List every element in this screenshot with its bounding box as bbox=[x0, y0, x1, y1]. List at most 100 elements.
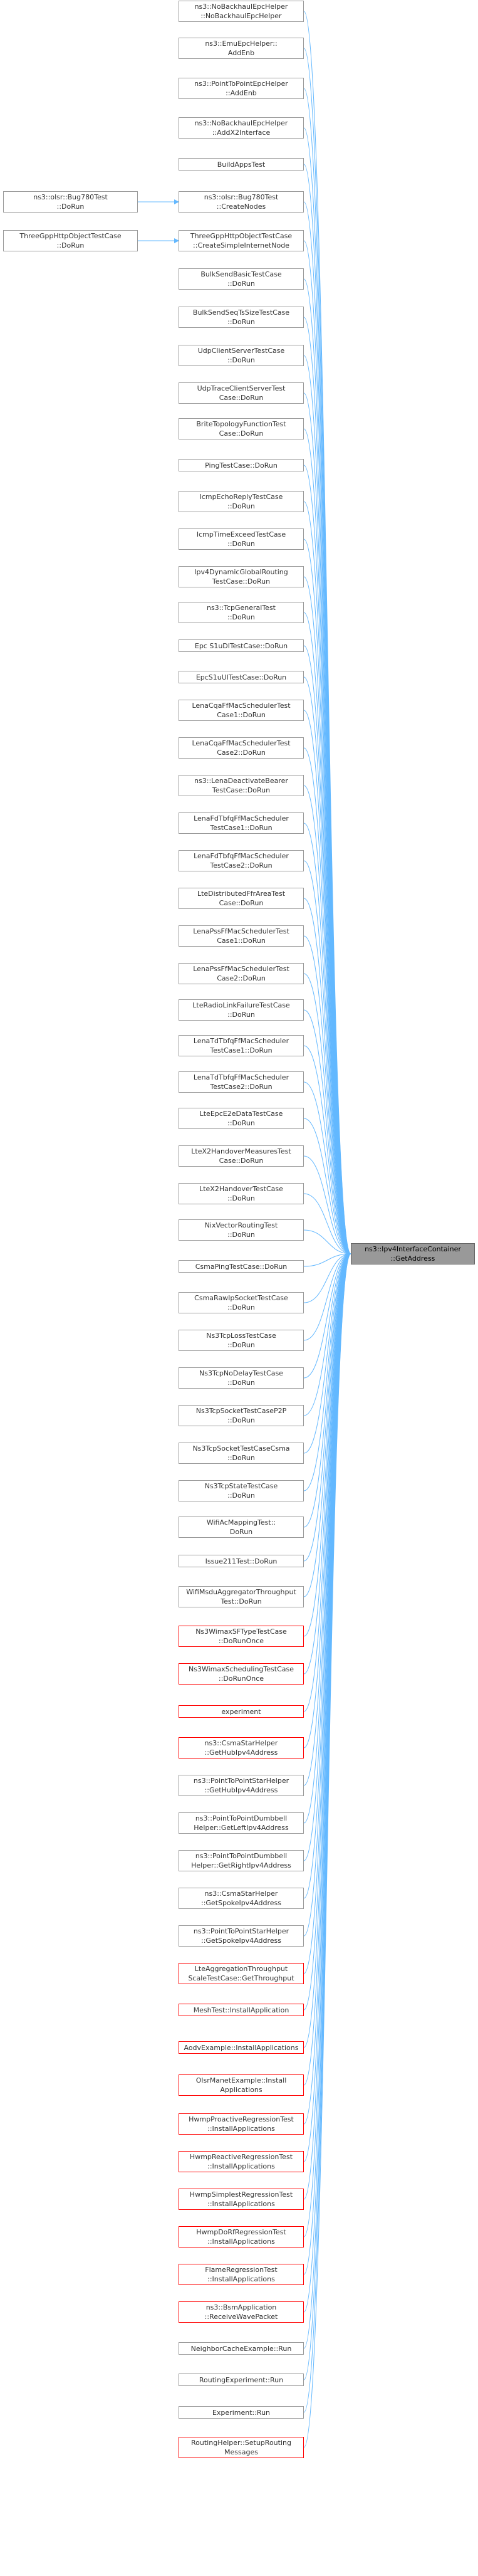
caller-node[interactable]: ns3::CsmaStarHelper ::GetHubIpv4Address bbox=[179, 1737, 304, 1759]
caller-node[interactable]: ns3::PointToPointEpcHelper ::AddEnb bbox=[179, 78, 304, 99]
call-edge bbox=[303, 1118, 351, 1256]
caller-of-caller-node[interactable]: ns3::olsr::Bug780Test ::DoRun bbox=[3, 191, 138, 213]
call-edge bbox=[303, 164, 351, 1256]
caller-node[interactable]: ns3::EmuEpcHelper:: AddEnb bbox=[179, 38, 304, 59]
caller-node[interactable]: EpcS1uUlTestCase::DoRun bbox=[179, 671, 304, 683]
caller-node[interactable]: RoutingHelper::SetupRouting Messages bbox=[179, 2437, 304, 2458]
caller-node[interactable]: FlameRegressionTest ::InstallApplication… bbox=[179, 2264, 304, 2285]
call-edge bbox=[303, 1081, 351, 1256]
caller-node[interactable]: NixVectorRoutingTest ::DoRun bbox=[179, 1219, 304, 1241]
caller-node[interactable]: ns3::TcpGeneralTest ::DoRun bbox=[179, 602, 304, 623]
caller-node[interactable]: Ns3TcpSocketTestCaseCsma ::DoRun bbox=[179, 1443, 304, 1464]
caller-node[interactable]: Ns3TcpStateTestCase ::DoRun bbox=[179, 1480, 304, 1501]
call-edge bbox=[303, 355, 351, 1256]
call-edge bbox=[303, 1251, 351, 2448]
caller-node[interactable]: LenaCqaFfMacSchedulerTest Case1::DoRun bbox=[179, 700, 304, 721]
call-edge bbox=[303, 1251, 351, 1267]
caller-node[interactable]: IcmpTimeExceedTestCase ::DoRun bbox=[179, 528, 304, 550]
call-edge bbox=[303, 1251, 351, 1637]
call-edge bbox=[303, 1251, 351, 1597]
call-edge bbox=[303, 465, 351, 1256]
caller-node[interactable]: WifiMsduAggregatorThroughput Test::DoRun bbox=[179, 1586, 304, 1607]
caller-node[interactable]: BuildAppsTest bbox=[179, 158, 304, 171]
caller-node[interactable]: OlsrManetExample::Install Applications bbox=[179, 2074, 304, 2096]
caller-node[interactable]: UdpClientServerTestCase ::DoRun bbox=[179, 345, 304, 366]
caller-node[interactable]: ns3::PointToPointDumbbell Helper::GetLef… bbox=[179, 1812, 304, 1834]
caller-node[interactable]: Ns3WimaxSFTypeTestCase ::DoRunOnce bbox=[179, 1626, 304, 1647]
call-edge bbox=[303, 1251, 351, 1454]
caller-node[interactable]: ns3::CsmaStarHelper ::GetSpokeIpv4Addres… bbox=[179, 1888, 304, 1909]
caller-node[interactable]: ns3::olsr::Bug780Test ::CreateNodes bbox=[179, 191, 304, 213]
caller-node[interactable]: RoutingExperiment::Run bbox=[179, 2374, 304, 2386]
caller-node[interactable]: UdpTraceClientServerTest Case::DoRun bbox=[179, 382, 304, 404]
caller-node[interactable]: ns3::NoBackhaulEpcHelper ::AddX2Interfac… bbox=[179, 117, 304, 139]
caller-node[interactable]: LenaPssFfMacSchedulerTest Case2::DoRun bbox=[179, 963, 304, 984]
caller-node[interactable]: HwmpProactiveRegressionTest ::InstallApp… bbox=[179, 2113, 304, 2135]
caller-node[interactable]: BulkSendBasicTestCase ::DoRun bbox=[179, 268, 304, 290]
caller-node[interactable]: AodvExample::InstallApplications bbox=[179, 2041, 304, 2054]
caller-node[interactable]: ns3::NoBackhaulEpcHelper ::NoBackhaulEpc… bbox=[179, 1, 304, 22]
call-edge bbox=[303, 1251, 351, 1416]
caller-node[interactable]: NeighborCacheExample::Run bbox=[179, 2342, 304, 2355]
caller-node[interactable]: HwmpSimplestRegressionTest ::InstallAppl… bbox=[179, 2189, 304, 2210]
caller-node[interactable]: LteRadioLinkFailureTestCase ::DoRun bbox=[179, 999, 304, 1021]
caller-node[interactable]: Ipv4DynamicGlobalRouting TestCase::DoRun bbox=[179, 566, 304, 587]
caller-node[interactable]: LteDistributedFfrAreaTest Case::DoRun bbox=[179, 888, 304, 909]
call-edge bbox=[303, 1251, 351, 1712]
caller-node[interactable]: LteAggregationThroughput ScaleTestCase::… bbox=[179, 1963, 304, 1984]
target-node[interactable]: ns3::Ipv4InterfaceContainer ::GetAddress bbox=[351, 1243, 475, 1264]
caller-node[interactable]: LenaTdTbfqFfMacScheduler TestCase2::DoRu… bbox=[179, 1071, 304, 1093]
caller-node[interactable]: LenaTdTbfqFfMacScheduler TestCase1::DoRu… bbox=[179, 1035, 304, 1056]
call-edge bbox=[303, 1251, 351, 1899]
caller-node[interactable]: BriteTopologyFunctionTest Case::DoRun bbox=[179, 418, 304, 439]
caller-node[interactable]: LteX2HandoverTestCase ::DoRun bbox=[179, 1183, 304, 1204]
caller-node[interactable]: LenaPssFfMacSchedulerTest Case1::DoRun bbox=[179, 925, 304, 947]
call-edge bbox=[303, 1009, 351, 1256]
caller-node[interactable]: ns3::LenaDeactivateBearer TestCase::DoRu… bbox=[179, 775, 304, 796]
caller-node[interactable]: Epc S1uDlTestCase::DoRun bbox=[179, 639, 304, 652]
call-edge bbox=[303, 1251, 351, 1303]
caller-node[interactable]: LenaFdTbfqFfMacScheduler TestCase1::DoRu… bbox=[179, 812, 304, 834]
caller-of-caller-node[interactable]: ThreeGppHttpObjectTestCase ::DoRun bbox=[3, 230, 138, 251]
caller-node[interactable]: WifiAcMappingTest:: DoRun bbox=[179, 1517, 304, 1538]
caller-node[interactable]: HwmpReactiveRegressionTest ::InstallAppl… bbox=[179, 2151, 304, 2172]
call-edge bbox=[303, 1251, 351, 2237]
call-edge bbox=[303, 1155, 351, 1256]
caller-node[interactable]: Ns3TcpNoDelayTestCase ::DoRun bbox=[179, 1367, 304, 1389]
caller-node[interactable]: CsmaPingTestCase::DoRun bbox=[179, 1260, 304, 1273]
caller-node[interactable]: LteEpcE2eDataTestCase ::DoRun bbox=[179, 1108, 304, 1129]
caller-node[interactable]: Ns3TcpSocketTestCaseP2P ::DoRun bbox=[179, 1405, 304, 1426]
caller-node[interactable]: ns3::BsmApplication ::ReceiveWavePacket bbox=[179, 2301, 304, 2323]
call-edge bbox=[303, 240, 351, 1256]
caller-node[interactable]: MeshTest::InstallApplication bbox=[179, 2004, 304, 2016]
caller-node[interactable]: HwmpDoRfRegressionTest ::InstallApplicat… bbox=[179, 2226, 304, 2247]
caller-node[interactable]: Ns3TcpLossTestCase ::DoRun bbox=[179, 1330, 304, 1351]
caller-node[interactable]: ns3::PointToPointStarHelper ::GetSpokeIp… bbox=[179, 1925, 304, 1947]
caller-node[interactable]: PingTestCase::DoRun bbox=[179, 459, 304, 471]
caller-node[interactable]: ns3::PointToPointStarHelper ::GetHubIpv4… bbox=[179, 1775, 304, 1796]
caller-node[interactable]: Ns3WimaxSchedulingTestCase ::DoRunOnce bbox=[179, 1663, 304, 1685]
call-edge bbox=[303, 1251, 351, 2125]
call-edge bbox=[303, 1251, 351, 1674]
call-edge bbox=[303, 935, 351, 1256]
call-edge bbox=[303, 1251, 351, 1491]
caller-node[interactable]: Issue211Test::DoRun bbox=[179, 1555, 304, 1567]
caller-node[interactable]: BulkSendSeqTsSizeTestCase ::DoRun bbox=[179, 307, 304, 328]
caller-node[interactable]: LenaFdTbfqFfMacScheduler TestCase2::DoRu… bbox=[179, 850, 304, 871]
caller-node[interactable]: Experiment::Run bbox=[179, 2406, 304, 2419]
call-edge bbox=[303, 973, 351, 1256]
caller-node[interactable]: IcmpEchoReplyTestCase ::DoRun bbox=[179, 491, 304, 512]
caller-node[interactable]: ThreeGppHttpObjectTestCase ::CreateSimpl… bbox=[179, 230, 304, 251]
caller-node[interactable]: LteX2HandoverMeasuresTest Case::DoRun bbox=[179, 1145, 304, 1167]
call-edge bbox=[303, 710, 351, 1256]
caller-node[interactable]: LenaCqaFfMacSchedulerTest Case2::DoRun bbox=[179, 737, 304, 759]
caller-node[interactable]: ns3::PointToPointDumbbell Helper::GetRig… bbox=[179, 1850, 304, 1871]
caller-node[interactable]: experiment bbox=[179, 1705, 304, 1718]
call-edge bbox=[303, 11, 351, 1256]
caller-node[interactable]: CsmaRawIpSocketTestCase ::DoRun bbox=[179, 1292, 304, 1313]
call-edge bbox=[303, 1045, 351, 1256]
call-edge bbox=[303, 785, 351, 1256]
call-edge bbox=[303, 392, 351, 1256]
